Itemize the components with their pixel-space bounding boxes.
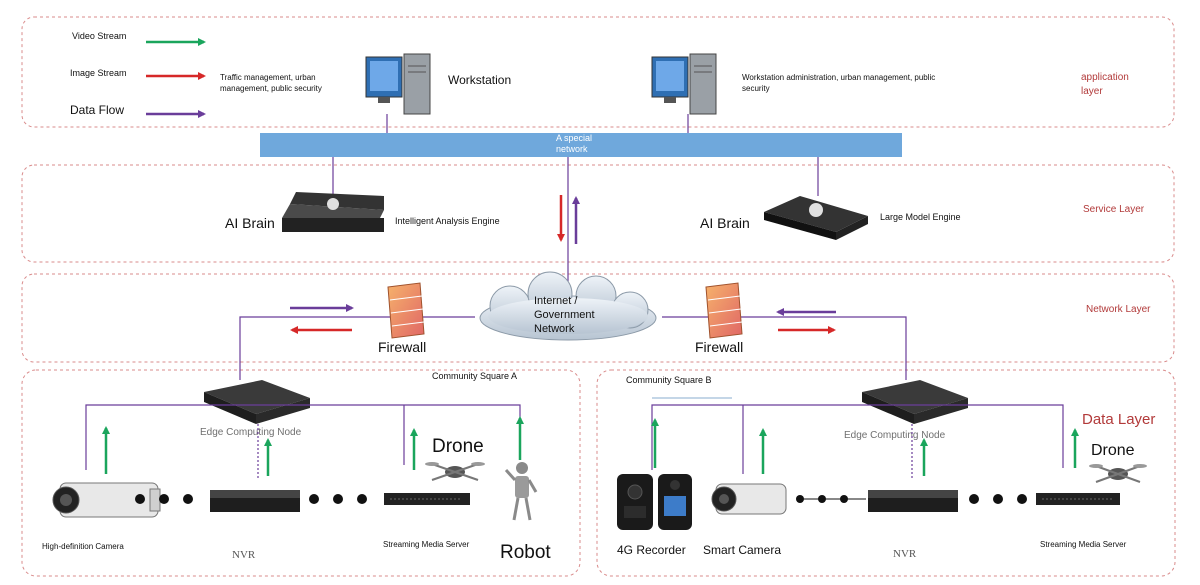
nvr-a-label: NVR (232, 549, 256, 561)
service-layer-label: Service Layer (1083, 204, 1145, 215)
nvr-b-icon (868, 490, 958, 512)
app-left-note: Traffic management, urban management, pu… (220, 73, 322, 93)
firewall-left-label: Firewall (378, 339, 426, 355)
network-layer-label: Network Layer (1086, 304, 1151, 315)
ai-brain-right-engine: Large Model Engine (880, 212, 961, 222)
internet-cloud-label: Internet / Government Network (534, 295, 598, 335)
data-layer-label: Data Layer (1082, 411, 1155, 428)
special-network-label: A special network (556, 133, 595, 154)
firewall-right-icon (705, 282, 743, 339)
drone-a-icon (425, 462, 485, 481)
ai-brain-left-title: AI Brain (225, 215, 275, 231)
ai-brain-left-server-icon (282, 192, 384, 232)
robot-a-icon (504, 462, 538, 521)
streaming-server-b-label: Streaming Media Server (1040, 540, 1127, 549)
edge-node-a-icon (204, 380, 310, 424)
drone-b-icon (1089, 464, 1147, 483)
firewall-right-label: Firewall (695, 339, 743, 355)
community-a-frame (21, 369, 581, 577)
dots-b2 (969, 494, 1027, 504)
recorder-b-icon (617, 474, 692, 530)
ai-brain-right-title: AI Brain (700, 215, 750, 231)
dots-b1 (796, 495, 866, 503)
app-right-note: Workstation administration, urban manage… (742, 73, 938, 93)
workstation-left-label: Workstation (448, 73, 511, 87)
legend-data-flow-label: Data Flow (70, 103, 124, 117)
network-layer-frame (21, 273, 1175, 363)
streaming-server-b-icon (1036, 493, 1120, 505)
nvr-b-label: NVR (893, 548, 917, 560)
legend-video-stream-label: Video Stream (72, 31, 126, 41)
robot-a-label: Robot (500, 542, 551, 563)
application-layer-label: application layer (1081, 72, 1132, 97)
dots-a2 (309, 494, 367, 504)
edge-node-b-label: Edge Computing Node (844, 430, 946, 441)
firewall-left-icon (387, 282, 425, 339)
smart-camera-b-label: Smart Camera (703, 543, 781, 557)
nvr-a-icon (210, 490, 300, 512)
drone-a-label: Drone (432, 436, 484, 457)
smart-camera-b-icon (711, 483, 787, 515)
community-b-frame (596, 369, 1176, 577)
dots-a1 (135, 494, 193, 504)
service-layer-frame (21, 164, 1175, 263)
workstation-right-icon (651, 53, 717, 115)
special-network-bar (260, 133, 902, 157)
edge-node-a-label: Edge Computing Node (200, 427, 302, 438)
application-layer-frame (21, 16, 1175, 128)
hd-camera-a-label: High-definition Camera (42, 542, 124, 551)
recorder-b-label: 4G Recorder (617, 543, 686, 557)
streaming-server-a-icon (384, 493, 470, 505)
ai-brain-left-engine: Intelligent Analysis Engine (395, 216, 500, 226)
ai-brain-right-server-icon (764, 196, 868, 240)
edge-node-b-icon (862, 380, 968, 424)
community-a-title: Community Square A (432, 371, 517, 381)
legend-image-stream-label: Image Stream (70, 68, 127, 78)
streaming-server-a-label: Streaming Media Server (383, 540, 470, 549)
community-b-title: Community Square B (626, 375, 712, 385)
workstation-left-icon (365, 53, 431, 115)
internet-cloud-icon (479, 271, 657, 341)
drone-b-label: Drone (1091, 442, 1135, 459)
